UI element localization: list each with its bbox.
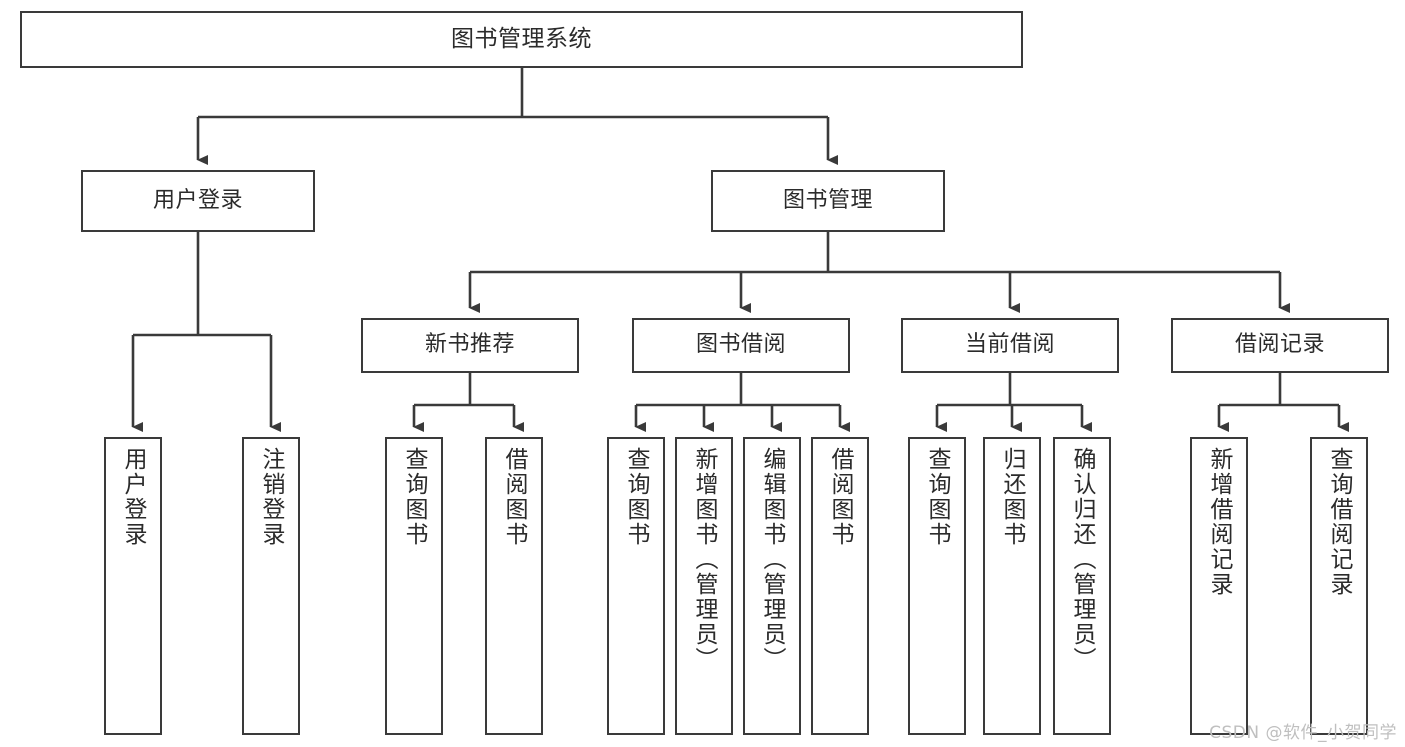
node-new-book-recommend-label: 新书推荐 <box>424 332 515 358</box>
node-leaf-add-record-label: 新增借阅记录 <box>1206 447 1233 597</box>
node-borrow-record-label: 借阅记录 <box>1234 332 1325 358</box>
node-leaf-query-record[interactable]: 查询借阅记录 <box>1310 437 1368 735</box>
node-leaf-user-login[interactable]: 用户登录 <box>104 437 162 735</box>
node-leaf-query-book-1[interactable]: 查询图书 <box>385 437 443 735</box>
node-user-login[interactable]: 用户登录 <box>81 170 315 232</box>
node-leaf-confirm-return-label: 确认归还（管理员） <box>1069 447 1096 672</box>
node-current-borrow-label: 当前借阅 <box>964 332 1055 358</box>
node-leaf-borrow-book-2[interactable]: 借阅图书 <box>811 437 869 735</box>
node-leaf-user-logout-label: 注销登录 <box>258 447 285 547</box>
node-book-manage-label: 图书管理 <box>782 187 873 213</box>
node-leaf-query-record-label: 查询借阅记录 <box>1326 447 1353 597</box>
node-leaf-user-logout[interactable]: 注销登录 <box>242 437 300 735</box>
node-leaf-query-book-2-label: 查询图书 <box>623 447 650 547</box>
node-leaf-query-book-2[interactable]: 查询图书 <box>607 437 665 735</box>
node-leaf-add-book[interactable]: 新增图书（管理员） <box>675 437 733 735</box>
node-book-borrow[interactable]: 图书借阅 <box>632 318 850 373</box>
node-leaf-query-book-1-label: 查询图书 <box>401 447 428 547</box>
node-leaf-borrow-book-1[interactable]: 借阅图书 <box>485 437 543 735</box>
node-leaf-query-book-3-label: 查询图书 <box>924 447 951 547</box>
node-leaf-borrow-book-2-label: 借阅图书 <box>827 447 854 547</box>
node-root-图书管理系统[interactable]: 图书管理系统 <box>20 11 1023 68</box>
node-leaf-return-book-label: 归还图书 <box>999 447 1026 547</box>
node-leaf-add-record[interactable]: 新增借阅记录 <box>1190 437 1248 735</box>
node-leaf-add-book-label: 新增图书（管理员） <box>691 447 718 672</box>
node-book-manage[interactable]: 图书管理 <box>711 170 945 232</box>
node-root-图书管理系统-label: 图书管理系统 <box>451 25 592 52</box>
connector-group <box>131 68 1349 432</box>
node-leaf-confirm-return[interactable]: 确认归还（管理员） <box>1053 437 1111 735</box>
node-leaf-return-book[interactable]: 归还图书 <box>983 437 1041 735</box>
node-leaf-edit-book[interactable]: 编辑图书（管理员） <box>743 437 801 735</box>
node-book-borrow-label: 图书借阅 <box>695 332 786 358</box>
node-borrow-record[interactable]: 借阅记录 <box>1171 318 1389 373</box>
node-new-book-recommend[interactable]: 新书推荐 <box>361 318 579 373</box>
node-leaf-edit-book-label: 编辑图书（管理员） <box>759 447 786 672</box>
node-current-borrow[interactable]: 当前借阅 <box>901 318 1119 373</box>
node-user-login-label: 用户登录 <box>152 187 243 213</box>
node-leaf-borrow-book-1-label: 借阅图书 <box>501 447 528 547</box>
node-leaf-user-login-label: 用户登录 <box>120 447 147 547</box>
node-leaf-query-book-3[interactable]: 查询图书 <box>908 437 966 735</box>
